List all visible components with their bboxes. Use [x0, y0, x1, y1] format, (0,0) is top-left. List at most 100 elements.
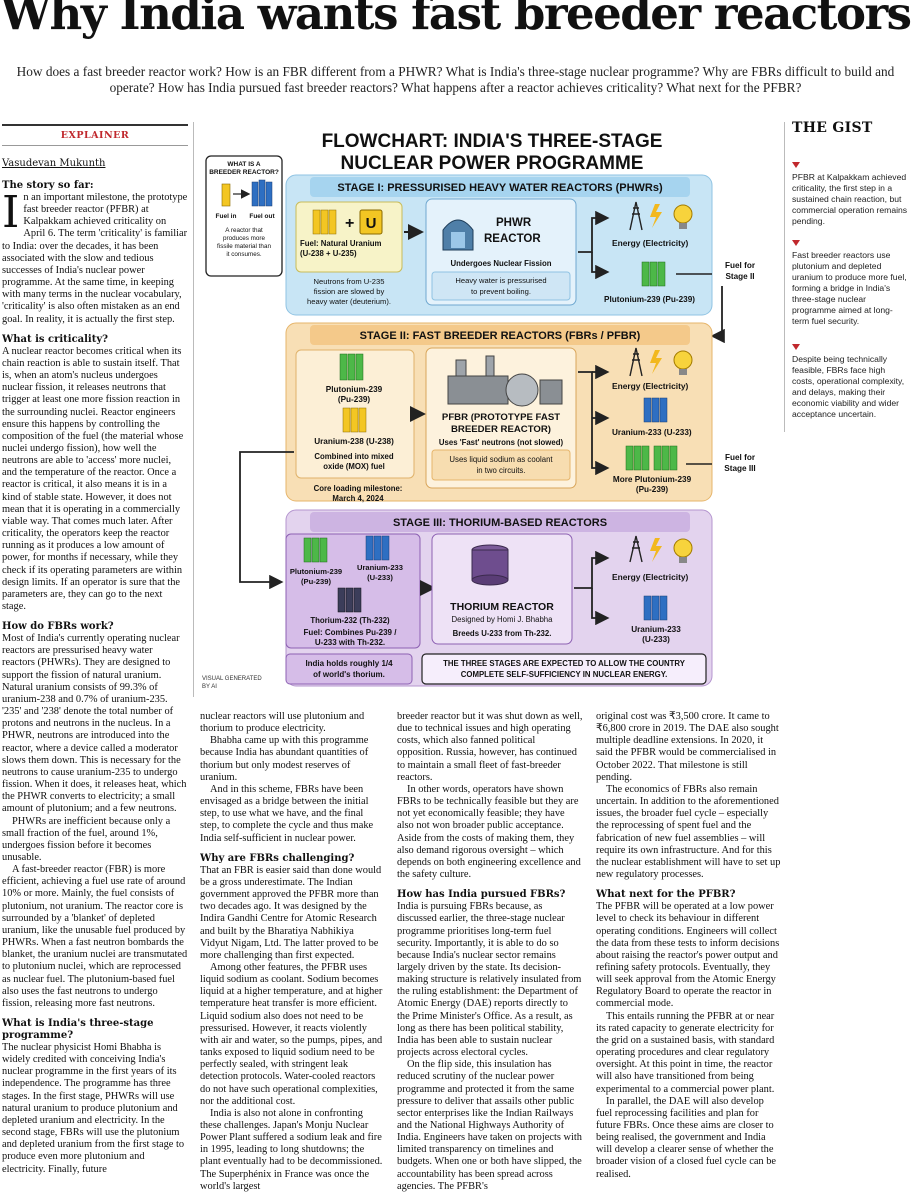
- triangle-bullet-icon: [792, 344, 800, 350]
- plutonium-label: Plutonium-239 (Pu-239): [604, 295, 695, 304]
- energy-label: Energy (Electricity): [612, 381, 689, 391]
- article-column-3: breeder reactor but it was shut down as …: [397, 711, 583, 1200]
- paragraph: n an important milestone, the prototype …: [2, 192, 188, 325]
- thorium-label: Thorium-232 (Th-232): [310, 616, 390, 625]
- stage-1-header: STAGE I: PRESSURISED HEAVY WATER REACTOR…: [337, 182, 663, 194]
- subhead-challenging: Why are FBRs challenging?: [200, 852, 355, 864]
- stage-2-header: STAGE II: FAST BREEDER REACTORS (FBRs / …: [360, 330, 641, 342]
- pfbr-coolant: Uses liquid sodium as coolant: [449, 455, 553, 464]
- stage-3-pu-label: Plutonium-239: [290, 567, 342, 576]
- article-column-4: original cost was ₹3,500 crore. It came …: [596, 711, 782, 1200]
- breeder-heading: BREEDER REACTOR?: [209, 169, 279, 176]
- stage-2-pu-label: (Pu-239): [338, 395, 371, 404]
- fuel-out-label: Fuel out: [249, 213, 275, 220]
- more-plutonium-label: More Plutonium-239: [613, 475, 692, 484]
- u233-output-label: (U-233): [642, 635, 670, 644]
- thorium-reserve-note: India holds roughly 1/4: [305, 659, 393, 668]
- column-divider: [193, 122, 194, 697]
- paragraph: India is pursuing FBRs because, as discu…: [397, 901, 582, 1059]
- fuel-for-stage-2: Stage II: [725, 272, 754, 281]
- breeder-heading: WHAT IS A: [227, 161, 261, 168]
- breeder-definition-box: WHAT IS A BREEDER REACTOR? Fuel in Fuel …: [205, 155, 283, 277]
- breeder-desc: fissile material than: [217, 243, 271, 250]
- flowchart-title: FLOWCHART: INDIA'S THREE-STAGE: [322, 131, 663, 152]
- thorium-rods-icon: [337, 587, 362, 613]
- lightbulb-icon: [673, 538, 693, 563]
- pfbr-fast-neutrons: Uses 'Fast' neutrons (not slowed): [439, 438, 564, 447]
- power-tower-icon: [629, 347, 643, 377]
- thorium-reactor-icon: [471, 544, 509, 586]
- column-divider: [784, 122, 785, 432]
- fuel-rod-icon: [221, 183, 231, 207]
- designed-by: Designed by Homi J. Bhabha: [452, 615, 554, 624]
- phwr-reactor-label: PHWR: [496, 217, 532, 229]
- deck: How does a fast breeder reactor work? Ho…: [16, 64, 895, 95]
- headline: Why India wants fast breeder reactors: [0, 0, 911, 40]
- svg-text:+: +: [345, 215, 354, 232]
- fuel-for-stage-2: Fuel for: [725, 261, 756, 270]
- stage-2-u238-label: Uranium-238 (U-238): [314, 437, 394, 446]
- power-tower-icon: [629, 535, 643, 563]
- gist-item: Fast breeder reactors use plutonium and …: [792, 250, 907, 326]
- stage-1-neutrons: fission are slowed by: [314, 287, 385, 296]
- gist-item: PFBR at Kalpakkam achieved criticality, …: [792, 172, 908, 226]
- pfbr-reactor-label: PFBR (PROTOTYPE FAST: [442, 412, 560, 423]
- paragraph: Bhabha came up with this programme becau…: [200, 735, 369, 783]
- svg-text:U: U: [366, 215, 377, 232]
- mox-label: oxide (MOX) fuel: [323, 462, 385, 471]
- fuel-rods-icon: [251, 179, 273, 207]
- plutonium-rods-icon: [339, 353, 364, 381]
- paragraph: nuclear reactors will use plutonium and …: [200, 711, 365, 735]
- stage-2-panel: STAGE II: FAST BREEDER REACTORS (FBRs / …: [285, 322, 713, 503]
- subhead-story: The story so far:: [2, 180, 94, 191]
- subhead-fbr: How do FBRs work?: [2, 621, 114, 633]
- paragraph: original cost was ₹3,500 crore. It came …: [596, 711, 779, 783]
- phwr-reactor-label: REACTOR: [484, 233, 541, 245]
- u233-rods-icon: [643, 595, 668, 621]
- lightning-icon: [650, 204, 662, 228]
- breeder-desc: A reactor that: [225, 227, 263, 234]
- breeder-desc: it consumes.: [226, 251, 262, 258]
- triangle-bullet-icon: [792, 240, 800, 246]
- subhead-next: What next for the PFBR?: [596, 889, 736, 901]
- u233-output-label: Uranium-233: [631, 625, 681, 634]
- paragraph: PHWRs are inefficient because only a sma…: [2, 815, 171, 863]
- triangle-bullet-icon: [792, 162, 800, 168]
- pfbr-plant-icon: [447, 355, 563, 407]
- stage-1-neutrons: heavy water (deuterium).: [307, 297, 391, 306]
- paragraph: India is also not alone in confronting t…: [200, 1107, 383, 1192]
- pfbr-coolant: in two circuits.: [477, 466, 526, 475]
- core-loading-milestone: Core loading milestone:: [314, 484, 403, 493]
- dropcap: I: [2, 187, 20, 238]
- energy-label: Energy (Electricity): [612, 238, 689, 248]
- paragraph: The economics of FBRs also remain uncert…: [596, 783, 781, 881]
- gist-item: Despite being technically feasible, FBRs…: [792, 354, 905, 419]
- stage-3-u233-label: (U-233): [367, 573, 393, 582]
- plutonium-rods-icon: [625, 445, 678, 471]
- paragraph: A nuclear reactor becomes critical when …: [2, 345, 184, 612]
- lightbulb-icon: [673, 350, 693, 375]
- thorium-reserve-note: of world's thorium.: [313, 670, 385, 679]
- byline[interactable]: Vasudevan Mukunth: [2, 158, 106, 169]
- paragraph: Most of India's currently operating nucl…: [2, 633, 187, 815]
- paragraph: In other words, operators have shown FBR…: [397, 783, 581, 881]
- paragraph: That an FBR is easier said than done wou…: [200, 864, 382, 961]
- stage-3-panel: STAGE III: THORIUM-BASED REACTORS Pluton…: [285, 509, 713, 687]
- paragraph: Among other features, the PFBR uses liqu…: [200, 961, 383, 1107]
- fuel-for-stage-3: Stage III: [724, 464, 755, 473]
- phwr-note: to prevent boiling.: [471, 287, 531, 296]
- mox-label: Combined into mixed: [314, 452, 394, 461]
- stage-3-fuel: Fuel: Combines Pu-239 /: [304, 628, 398, 637]
- fuel-in-label: Fuel in: [216, 213, 237, 220]
- more-plutonium-label: (Pu-239): [636, 485, 669, 494]
- subhead-criticality: What is criticality?: [2, 333, 109, 345]
- paragraph: And in this scheme, FBRs have been envis…: [200, 783, 374, 844]
- phwr-note: Heavy water is pressurised: [455, 276, 546, 285]
- energy-label: Energy (Electricity): [612, 572, 689, 582]
- stage-1-fuel: (U-238 + U-235): [300, 249, 357, 258]
- visual-credit: VISUAL GENERATED: [202, 676, 262, 682]
- fuel-for-stage-3: Fuel for: [725, 453, 756, 462]
- visual-credit: BY AI: [202, 684, 217, 690]
- subhead-three-stage: What is India's three-stage programme?: [2, 1018, 154, 1041]
